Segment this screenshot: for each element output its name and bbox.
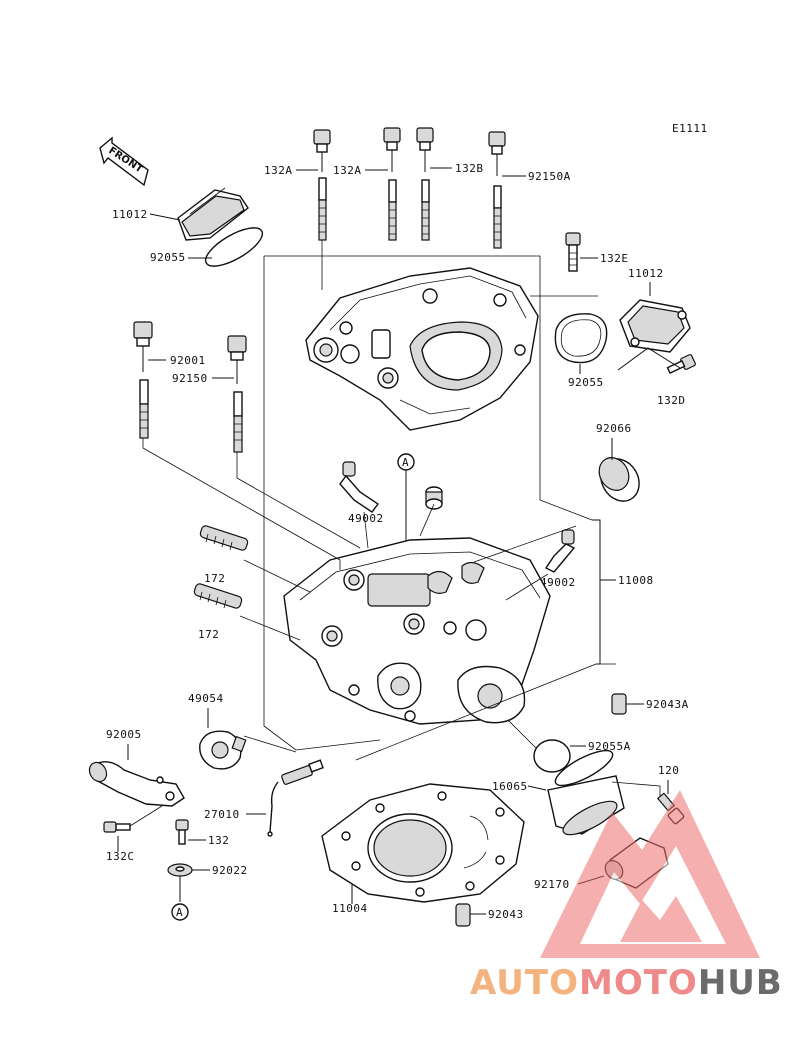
bolt-120	[656, 792, 685, 825]
label-132b: 132B	[455, 162, 484, 175]
stud-172-upper	[199, 525, 249, 551]
o-ring-92055a	[533, 739, 571, 773]
head-bolt-92150a	[488, 131, 506, 249]
bolt-132	[175, 819, 189, 845]
head-bolt-132a-2	[383, 127, 401, 241]
label-92150: 92150	[172, 372, 208, 385]
label-92055a: 92055A	[588, 740, 631, 753]
label-132a-1: 132A	[264, 164, 293, 177]
circle-a-top-text: A	[402, 456, 409, 469]
label-92066: 92066	[596, 422, 632, 435]
label-11012-top: 11012	[112, 208, 148, 221]
label-49054: 49054	[188, 692, 224, 705]
bolt-132e	[565, 232, 581, 272]
head-gasket-11004	[321, 783, 525, 903]
head-bolt-132a-1	[313, 129, 331, 241]
plug-92066	[598, 457, 640, 502]
cap-small-center	[425, 486, 443, 510]
bolt-132c	[103, 821, 131, 833]
head-bolt-92001	[133, 321, 153, 439]
label-92150a: 92150A	[528, 170, 571, 183]
label-132c: 132C	[106, 850, 135, 863]
head-bolt-132b	[416, 127, 434, 241]
water-pipe-92005	[88, 761, 185, 807]
label-92170: 92170	[534, 878, 570, 891]
label-172-upper: 172	[204, 572, 225, 585]
label-92043a: 92043A	[646, 698, 689, 711]
diagram-code: E1111	[672, 122, 708, 135]
bolt-132d	[666, 354, 696, 375]
cylinder-head-cover	[305, 267, 539, 431]
cover-cap-11012-top	[177, 187, 249, 241]
label-27010: 27010	[204, 808, 240, 821]
label-92022: 92022	[212, 864, 248, 877]
label-92055-right: 92055	[568, 376, 604, 389]
label-92055-top: 92055	[150, 251, 186, 264]
sensor-27010	[267, 759, 324, 837]
thermostat-49054	[199, 730, 247, 770]
label-11004: 11004	[332, 902, 368, 915]
label-49002-left: 49002	[348, 512, 384, 525]
front-arrow-icon: FRONT	[99, 136, 149, 187]
stud-49002-left	[339, 461, 380, 513]
label-92005: 92005	[106, 728, 142, 741]
stud-49002-right	[544, 529, 576, 573]
reference-circle-a-bottom	[171, 903, 189, 921]
label-49002-right: 49002	[540, 576, 576, 589]
o-ring-92055-right	[554, 313, 608, 364]
dowel-92043	[455, 903, 471, 927]
label-172-lower: 172	[198, 628, 219, 641]
label-11012-right: 11012	[628, 267, 664, 280]
label-132a-2: 132A	[333, 164, 362, 177]
head-bolt-92150	[227, 335, 247, 453]
label-132e: 132E	[600, 252, 629, 265]
label-132: 132	[208, 834, 229, 847]
dowel-92043a	[611, 693, 627, 715]
label-92043: 92043	[488, 908, 524, 921]
label-11008: 11008	[618, 574, 654, 587]
label-120: 120	[658, 764, 679, 777]
label-132d: 132D	[657, 394, 686, 407]
circle-a-bottom-text: A	[176, 906, 183, 919]
label-92001: 92001	[170, 354, 206, 367]
side-cover-11012-right	[619, 299, 691, 353]
stud-172-lower	[193, 583, 243, 609]
clamp-92170	[604, 837, 669, 889]
o-ring-92055-top	[204, 227, 264, 267]
label-16065: 16065	[492, 780, 528, 793]
cylinder-head	[283, 537, 551, 725]
